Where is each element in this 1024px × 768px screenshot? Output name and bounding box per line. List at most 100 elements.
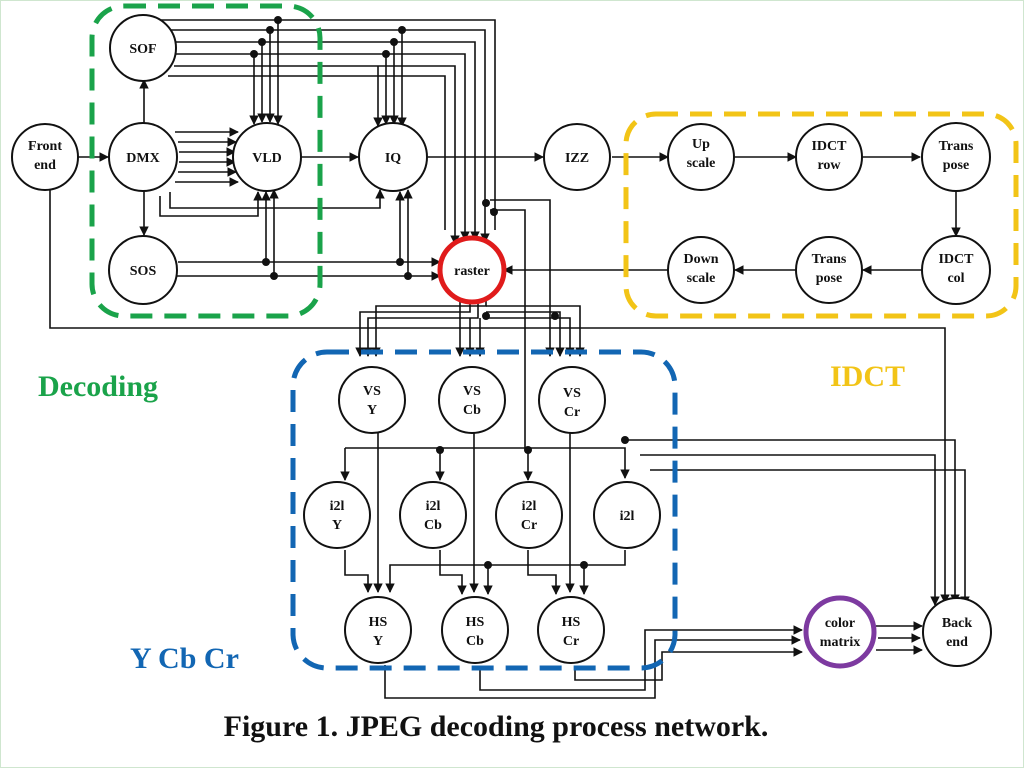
node-label: Y [367,403,377,418]
node-label: HS [562,615,581,630]
node-circle [667,123,735,191]
node-circle [338,366,406,434]
junction-dot [490,208,498,216]
wire-bus-vscr [490,199,555,357]
node-transpose-bottom: Trans pose [795,236,863,304]
node-circle [593,481,661,549]
wire-sof-bus-2 [168,29,486,230]
node-idct-row: IDCT row [795,123,863,191]
node-transpose-top: Trans pose [921,122,991,192]
node-circle [921,122,991,192]
node-circle [399,481,467,549]
node-circle [795,236,863,304]
node-circle [922,597,992,667]
node-label: Trans [939,139,974,154]
node-label: VS [363,384,381,399]
node-label: col [947,271,964,286]
node-circle [667,236,735,304]
node-sos: SOS [108,235,178,305]
junction-dot [382,50,390,58]
junction-dot [404,272,412,280]
node-idct-col: IDCT col [921,235,991,305]
node-label: Up [692,137,710,152]
junction-dot [396,258,404,266]
node-label: DMX [126,151,159,166]
node-label: SOS [130,264,157,279]
node-hs-cb: HS Cb [441,596,509,664]
wire-sof-bus-3 [174,41,476,230]
junction-dot [524,446,532,454]
junction-dot [580,561,588,569]
wire-i2l-hsy [385,550,626,593]
figure-caption: Figure 1. JPEG decoding process network. [224,710,769,743]
node-label: HS [466,615,485,630]
node-circle [108,122,178,192]
node-back-end: Back end [922,597,992,667]
node-hs-y: HS Y [344,596,412,664]
node-circle [344,596,412,664]
node-vs-cr: VS Cr [538,366,606,434]
wire-hscb-color [479,625,803,691]
node-label: i2l [426,499,441,514]
node-circle [109,14,177,82]
node-label: matrix [820,635,860,650]
node-label: IDCT [938,252,974,267]
node-label: IZZ [565,151,589,166]
junction-dot [398,26,406,34]
node-label: Cb [466,634,484,649]
node-circle [538,366,606,434]
wire-hsy-color [384,635,801,699]
wire-raster-vsy-2 [363,300,479,357]
node-label: color [825,616,855,631]
node-label: Cr [521,518,537,533]
node-up-scale: Up scale [667,123,735,191]
wire-raster-vscr-3 [486,305,585,357]
node-color-matrix: color matrix [803,595,877,669]
node-raster: raster [437,235,507,305]
junction-dot [270,272,278,280]
node-circle [543,123,611,191]
node-i2l-cr: i2l Cr [495,481,563,549]
color-matrix-highlight-ring [803,595,877,669]
node-circle [303,481,371,549]
raster-highlight-ring [437,235,507,305]
node-label: row [817,158,841,173]
node-label: pose [816,271,842,286]
node-label: IQ [385,151,401,166]
junction-dot [390,38,398,46]
node-dmx: DMX [108,122,178,192]
decoding-group-label: Decoding [38,370,158,403]
node-sof: SOF [109,14,177,82]
node-label: VS [563,386,581,401]
node-i2l-y: i2l Y [303,481,371,549]
wire-dmx-vld-bottom [159,191,263,217]
wire-vs-backend-3 [650,469,970,606]
node-label: i2l [330,499,345,514]
junction-dot [262,258,270,266]
node-circle [795,123,863,191]
junction-dot [274,16,282,24]
wire-vs-backend-2 [640,454,940,606]
node-label: Cb [424,518,442,533]
wire-raster-vscr-1 [486,311,565,357]
wire-i2lcr-hscr [527,550,561,595]
node-label: Y [332,518,342,533]
node-label: end [34,158,56,173]
node-circle [438,366,506,434]
node-circle [921,235,991,305]
wire-sof-bus-4 [176,53,466,230]
idct-group-label: IDCT [830,360,905,393]
wire-sof-bus-5 [174,65,456,230]
junction-dot [266,26,274,34]
node-vs-y: VS Y [338,366,406,434]
node-vs-cb: VS Cb [438,366,506,434]
wire-raster-vsy-3 [371,300,487,357]
wire-i2ly-hsy [344,550,373,593]
node-label: Y [373,634,383,649]
node-circle [537,596,605,664]
wire-raster-vscr-2 [486,317,575,357]
node-label: SOF [129,42,156,57]
ycbcr-group-label: Y Cb Cr [130,642,239,675]
wire-vs-backend-1 [625,439,960,604]
